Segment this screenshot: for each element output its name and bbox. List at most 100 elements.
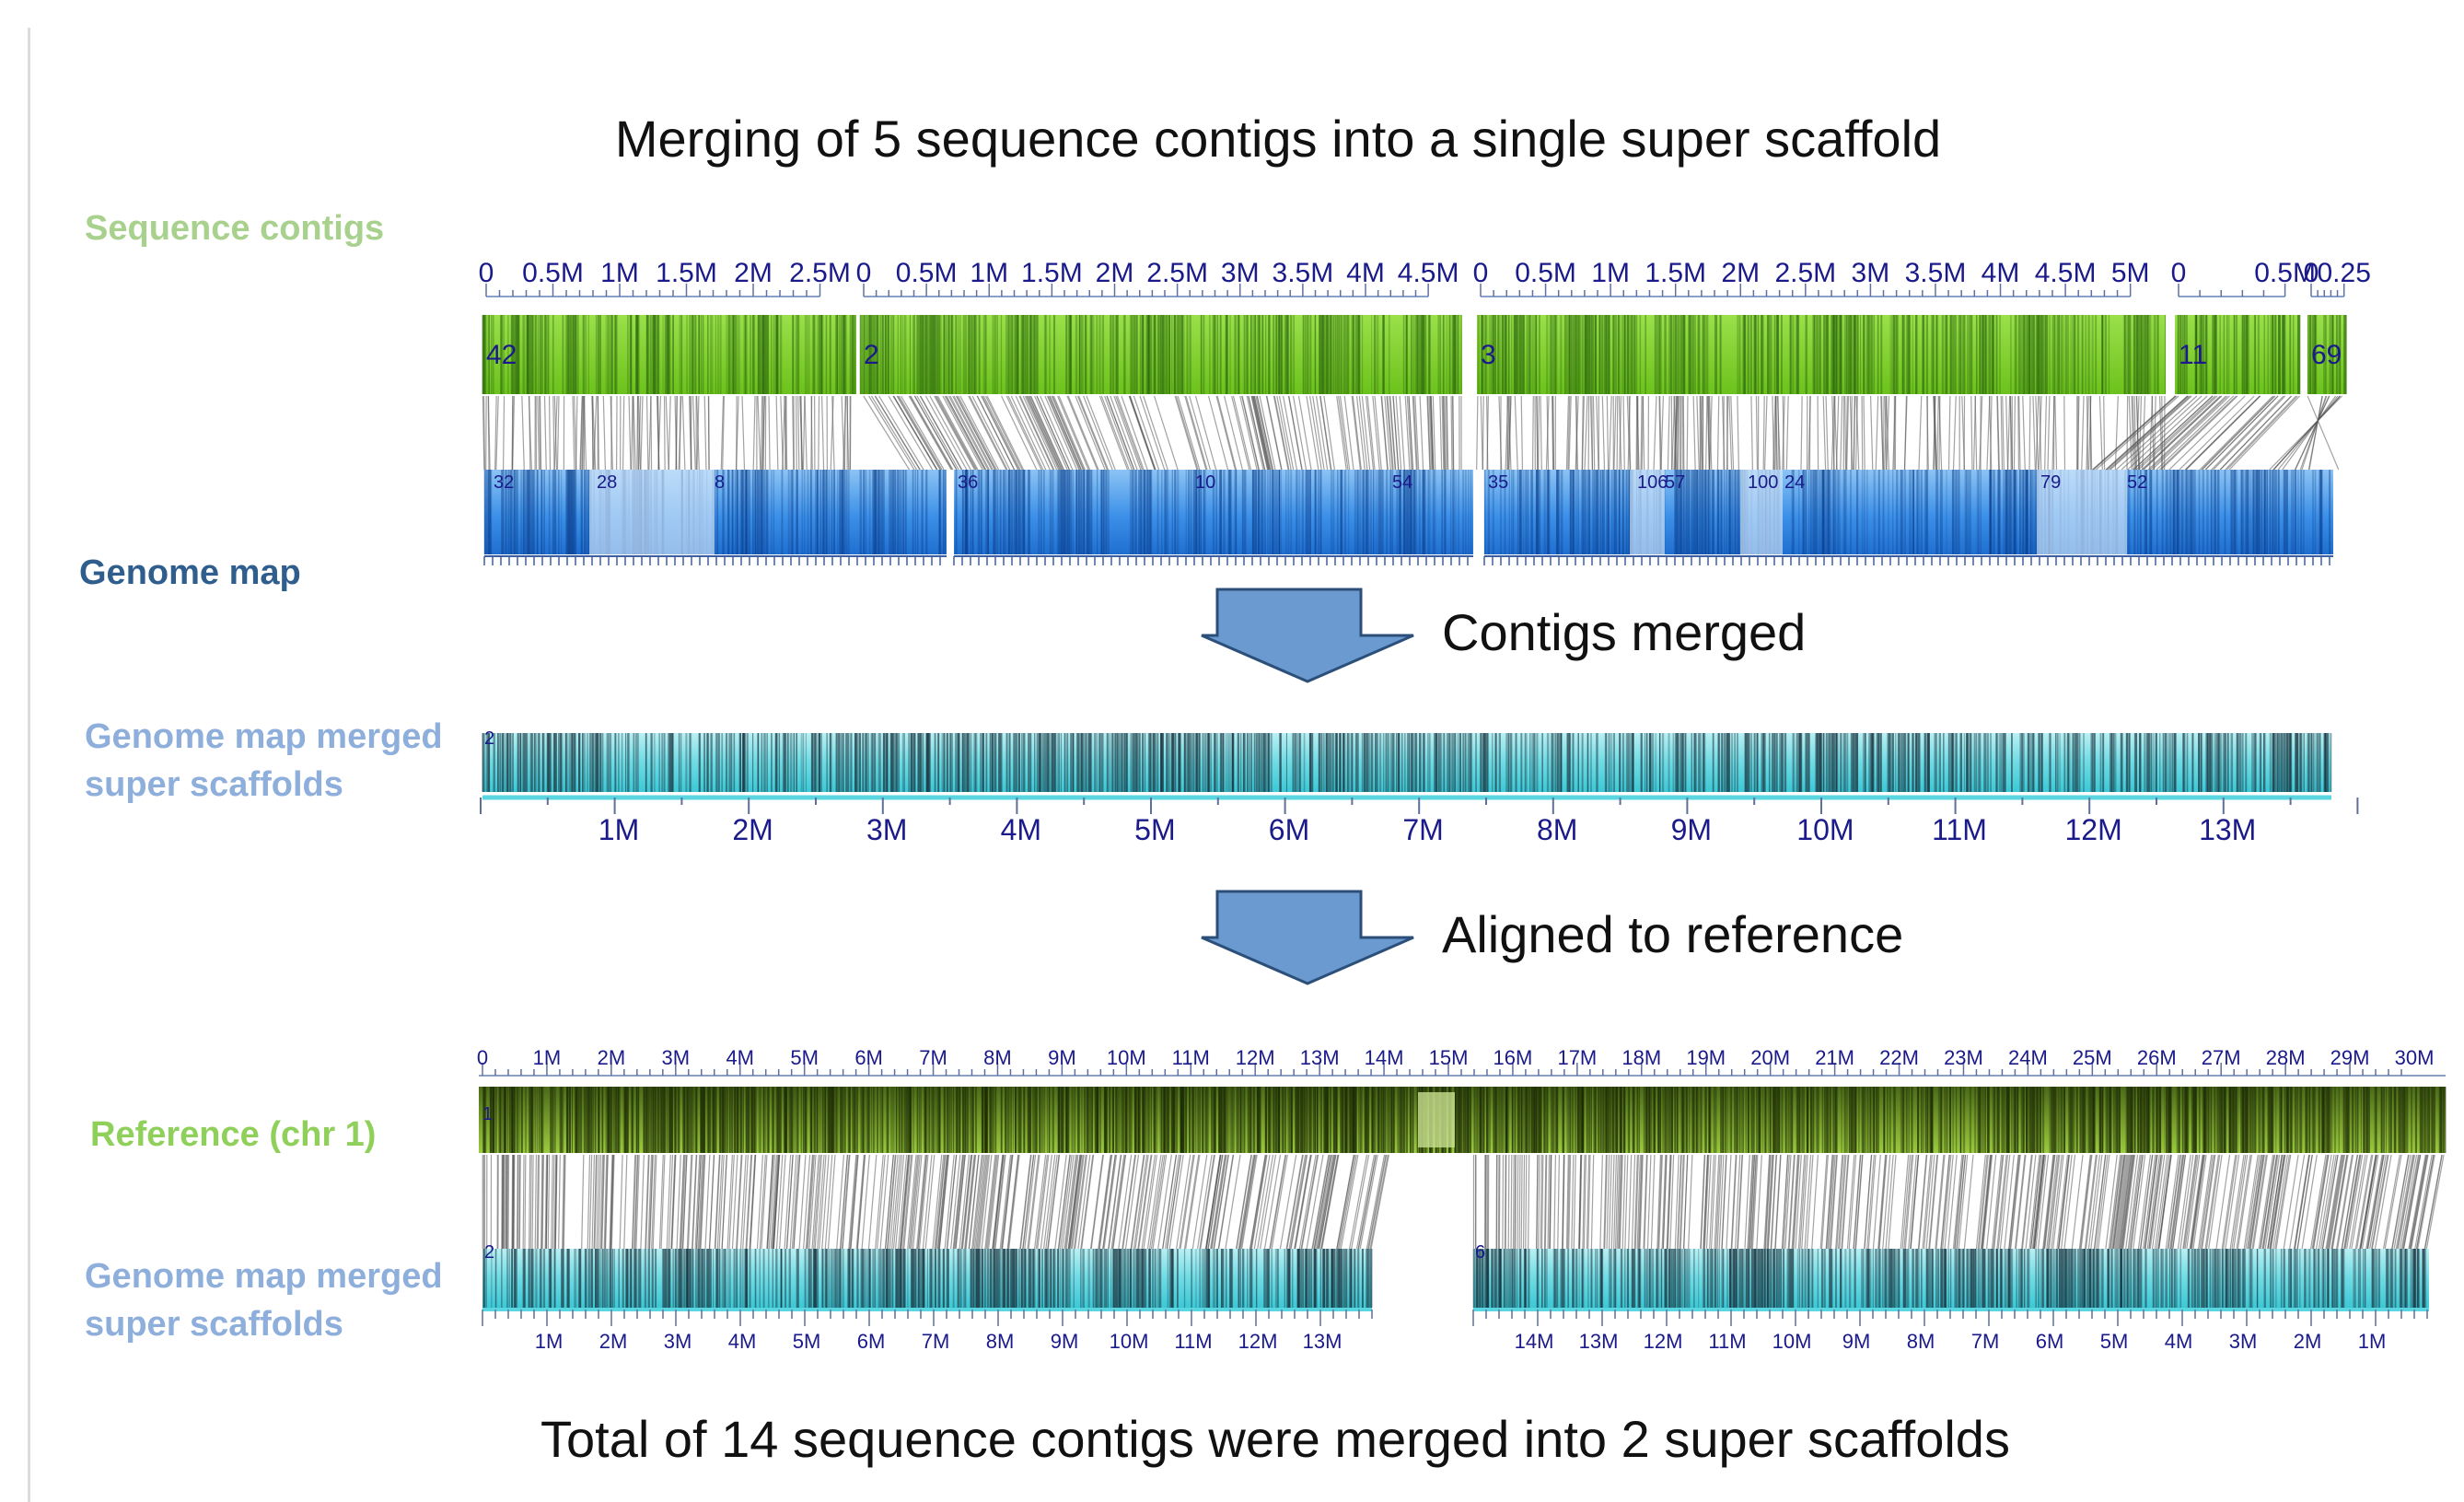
- contig-axis-label: 1M: [600, 258, 639, 288]
- reference-axis-label: 9M: [1048, 1046, 1076, 1069]
- scaffold-left-axis-label: 9M: [1051, 1330, 1079, 1353]
- merged-scaffold-label-2: Genome map merged super scaffolds: [85, 1252, 443, 1348]
- reference-axis-label: 5M: [790, 1046, 819, 1069]
- genome-map-stripes: [955, 470, 1472, 554]
- reference-axis-label: 3M: [662, 1046, 691, 1069]
- contig-id-label: 69: [2311, 340, 2342, 370]
- contig-axis-label: 0.5M: [2254, 258, 2316, 288]
- scaffold-right-axis-label: 9M: [1842, 1330, 1871, 1353]
- merged-scaffold-label-1-line2: super scaffolds: [85, 765, 343, 804]
- alignment-lines: [482, 395, 2445, 1250]
- left-border: [28, 28, 30, 1502]
- scaffold-left-axis-label: 1M: [535, 1330, 564, 1353]
- genome-map-id: 54: [1392, 472, 1412, 493]
- genome-map-id: 36: [958, 472, 978, 493]
- genome-map-label: Genome map: [79, 553, 301, 592]
- reference-axis-label: 1M: [533, 1046, 562, 1069]
- merged-axis-label: 8M: [1537, 813, 1577, 846]
- down-arrow-2: [1201, 890, 1414, 985]
- contig-axis-label: 4.5M: [1398, 258, 1459, 288]
- reference-axis-label: 30M: [2395, 1046, 2435, 1069]
- merged-scaffold-label-1: Genome map merged super scaffolds: [85, 713, 443, 809]
- reference-axis-label: 4M: [726, 1046, 754, 1069]
- genome-map-bar: [1484, 470, 2333, 554]
- contig-axis-label: 4M: [1346, 258, 1385, 288]
- reference-axis-label: 12M: [1236, 1046, 1275, 1069]
- reference-axis-label: 16M: [1494, 1046, 1533, 1069]
- reference-axis-label: 29M: [2330, 1046, 2370, 1069]
- scaffold-left-axis-label: 3M: [664, 1330, 692, 1353]
- genome-map-gap: [589, 470, 715, 554]
- reference-axis-label: 26M: [2137, 1046, 2177, 1069]
- scaffold-left-axis-label: 8M: [986, 1330, 1015, 1353]
- genome-map-id: 8: [715, 472, 725, 493]
- contig-axis-label: 1M: [1591, 258, 1630, 288]
- merged-axis-label: 9M: [1671, 813, 1712, 846]
- contig-stripes: [2177, 315, 2301, 394]
- contig-axis-label: 3M: [1852, 258, 1890, 288]
- contig-axis-label: 2M: [1721, 258, 1760, 288]
- reference-gap: [1418, 1092, 1455, 1147]
- genome-map-bar: [954, 470, 1473, 554]
- reference-axis-label: 7M: [919, 1046, 947, 1069]
- contig-map-alignment-lines: [482, 395, 2343, 471]
- contig-axis-label: 2M: [734, 258, 773, 288]
- contig-axis-label: 2.5M: [1774, 258, 1836, 288]
- reference-axis-label: 14M: [1365, 1046, 1404, 1069]
- scaffold-left-stripes: [482, 1249, 1373, 1308]
- reference-label: Reference (chr 1): [90, 1115, 377, 1154]
- reference-left-alignment-lines: [482, 1154, 1389, 1250]
- scaffold-right-axis-label: 3M: [2229, 1330, 2258, 1353]
- genome-map-id: 57: [1665, 472, 1685, 493]
- merged-axis-label: 6M: [1269, 813, 1309, 846]
- contig-axis-label: 0.5M: [522, 258, 584, 288]
- contig-axis-label: 0: [479, 258, 494, 288]
- genome-map-id: 79: [2040, 472, 2061, 493]
- contig-id-label: 3: [1481, 340, 1496, 370]
- genome-map-id: 52: [2127, 472, 2147, 493]
- axis-ticks: [479, 284, 2446, 1326]
- reference-axis-label: 2M: [598, 1046, 626, 1069]
- genome-map-gap: [2037, 470, 2127, 554]
- reference-axis-label: 28M: [2266, 1046, 2306, 1069]
- reference-axis-label: 23M: [1944, 1046, 1983, 1069]
- contig-axis-label: 2.5M: [1146, 258, 1208, 288]
- contig-stripes: [1477, 315, 2167, 394]
- merged-axis-label: 7M: [1402, 813, 1443, 846]
- scaffold-left-axis-label: 4M: [728, 1330, 757, 1353]
- reference-axis-label: 20M: [1750, 1046, 1790, 1069]
- scaffold-left-axis-label: 6M: [857, 1330, 886, 1353]
- scaffold-right-id: 6: [1475, 1242, 1485, 1263]
- scaffold-left-axis-label: 5M: [793, 1330, 821, 1353]
- scaffold-right-axis-label: 11M: [1708, 1330, 1746, 1353]
- contig-axis-label: 5M: [2111, 258, 2150, 288]
- contig-axis-label: 2.5M: [789, 258, 851, 288]
- contig-stripes: [859, 315, 1462, 394]
- merged-axis-label: 5M: [1134, 813, 1175, 846]
- scaffold-left-axis-label: 12M: [1238, 1330, 1278, 1353]
- merged-scaffold-stripes: [482, 733, 2332, 792]
- scaffold-right-axis-label: 2M: [2294, 1330, 2322, 1353]
- contig-axis-label: 0.25: [2318, 258, 2371, 288]
- contig-axis-label: 1.5M: [1021, 258, 1083, 288]
- reference-axis-label: 21M: [1815, 1046, 1854, 1069]
- reference-axis-label: 24M: [2008, 1046, 2048, 1069]
- merged-axis-label: 2M: [732, 813, 773, 846]
- reference-axis-label: 25M: [2073, 1046, 2112, 1069]
- scaffold-right-axis-label: 8M: [1907, 1330, 1935, 1353]
- reference-right-alignment-lines: [1472, 1154, 2445, 1250]
- scaffold-right-axis-label: 6M: [2036, 1330, 2064, 1353]
- contig-axis-label: 4M: [1982, 258, 2020, 288]
- contig-axis-label: 0: [856, 258, 872, 288]
- scaffold-right-axis-label: 1M: [2358, 1330, 2387, 1353]
- reference-axis-label: 22M: [1879, 1046, 1919, 1069]
- reference-axis-label: 6M: [854, 1046, 883, 1069]
- genome-map-id: 106: [1637, 472, 1668, 493]
- reference-axis-label: 19M: [1686, 1046, 1726, 1069]
- reference-axis-label: 15M: [1429, 1046, 1469, 1069]
- merged-axis-label: 11M: [1932, 813, 1987, 846]
- scaffold-left-axis-label: 11M: [1174, 1330, 1212, 1353]
